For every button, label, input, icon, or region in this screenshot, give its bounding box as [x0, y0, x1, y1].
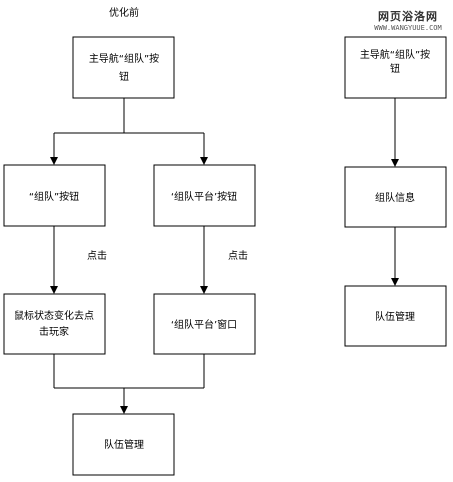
click-label-right: 点击	[228, 250, 248, 262]
right-team-manage-label: 队伍管理	[375, 310, 415, 323]
right-nav-button-label-line2: 钮	[390, 62, 400, 75]
mouse-change-label-line2: 击玩家	[39, 325, 69, 338]
team-info-box	[344, 166, 447, 228]
right-nav-button-box	[344, 36, 447, 99]
left-team-manage-label: 队伍管理	[104, 438, 144, 451]
mouse-change-label-line1: 鼠标状态变化去点	[14, 309, 94, 322]
team-button-label: “组队”按钮	[29, 190, 79, 203]
watermark-logo: 网页浴洛网 WWW.WANGYUUE.COM	[374, 9, 441, 32]
left-team-manage-box	[72, 413, 175, 476]
mouse-change-box	[3, 293, 106, 355]
left-nav-button-label-line1: 主导航“组队”按	[89, 52, 159, 65]
watermark-logo-text: 网页浴洛网	[378, 9, 438, 23]
left-nav-button-label-line2: 钮	[119, 70, 129, 83]
watermark-site-text: WWW.WANGYUUE.COM	[374, 24, 441, 32]
diagram-title: 优化前	[109, 6, 139, 19]
right-nav-button-label-line1: 主导航“组队”按	[360, 48, 430, 61]
team-button-box	[3, 164, 106, 227]
left-nav-button-box	[72, 36, 175, 99]
team-platform-button-label: ‘组队平台’按钮	[171, 190, 237, 203]
team-info-label: 组队信息	[375, 191, 415, 204]
team-platform-window-box	[153, 293, 256, 355]
click-label-left: 点击	[87, 250, 107, 262]
team-platform-window-label: ‘组队平台’窗口	[171, 318, 237, 331]
right-team-manage-box	[344, 285, 447, 347]
